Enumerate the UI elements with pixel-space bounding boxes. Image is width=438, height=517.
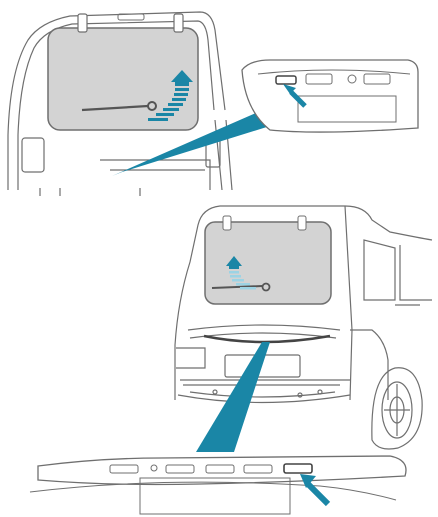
hinge-right-icon-bottom [298, 216, 306, 230]
tailgate-handle-strip [204, 336, 330, 342]
release-switch-detail-bottom [30, 456, 406, 514]
release-switch-icon [276, 76, 296, 84]
release-switch-icon-bottom [284, 464, 312, 473]
bottom-panel [30, 206, 432, 514]
wheel-icon [372, 368, 422, 449]
release-switch-detail [242, 60, 418, 132]
hinge-left-icon [78, 14, 87, 32]
hinge-left-icon-bottom [223, 216, 231, 230]
top-panel [8, 12, 418, 196]
tailgate-glass-icon-bottom [205, 222, 331, 304]
hinge-right-icon [174, 14, 183, 32]
